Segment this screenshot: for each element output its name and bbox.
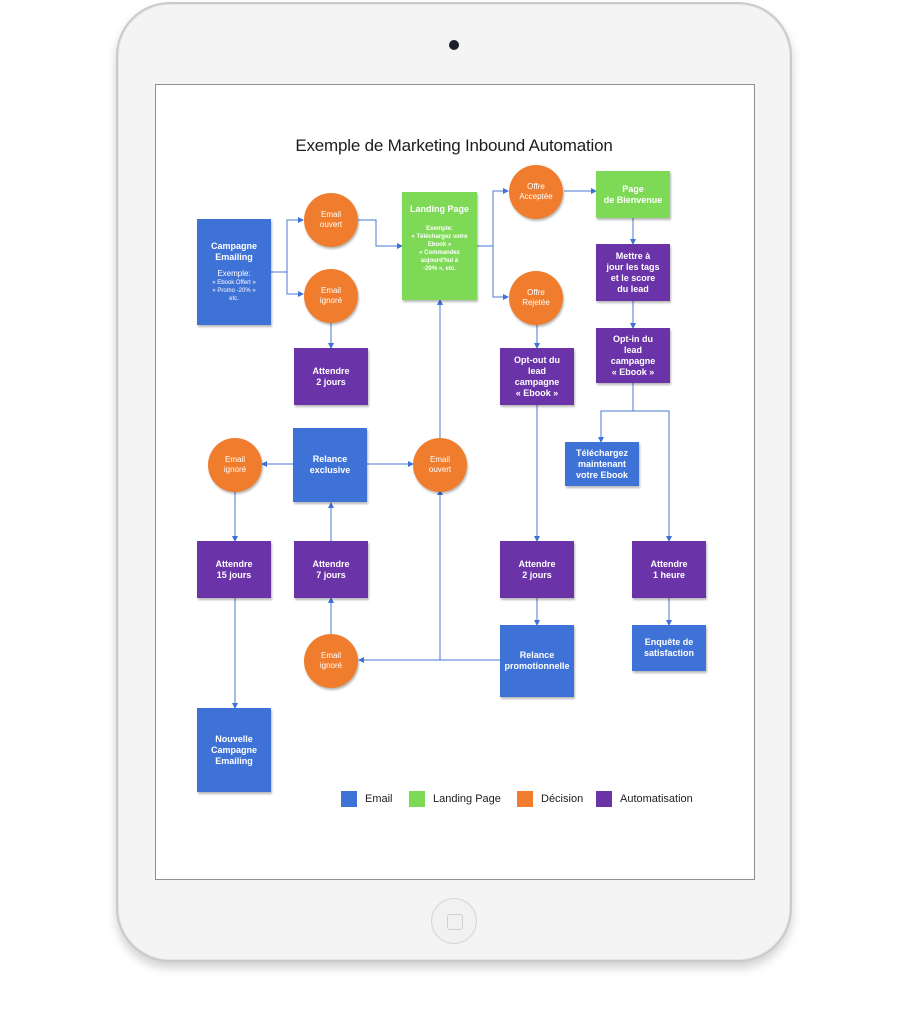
email-ouvert-2-label: Email ouvert — [428, 455, 452, 474]
email-ignore-2-label: Email ignoré — [223, 455, 247, 474]
home-button[interactable] — [431, 898, 477, 944]
attendre-7j-label: Attendre 7 jours — [312, 558, 350, 580]
nouvelle-campagne-node: Nouvelle Campagne Emailing — [197, 708, 271, 792]
legend-landing-page: Landing Page — [409, 791, 501, 807]
opt-out-node: Opt-out du lead campagne « Ebook » — [500, 348, 574, 405]
legend-email: Email — [341, 791, 393, 807]
email-ignore-3-label: Email ignoré — [319, 651, 343, 670]
email-ignore-1-label: Email ignoré — [319, 286, 343, 305]
attendre-2-jours-node-a: Attendre 2 jours — [294, 348, 368, 405]
legend-landing-swatch — [409, 791, 425, 807]
relance-promo-label: Relance promotionnelle — [504, 650, 570, 671]
page-bienvenue-node: Page de Bienvenue — [596, 171, 670, 218]
nouvelle-campagne-label: Nouvelle Campagne Emailing — [210, 733, 257, 766]
email-ouvert-decision-2: Email ouvert — [413, 438, 467, 492]
legend-decision-swatch — [517, 791, 533, 807]
opt-in-label: Opt-in du lead campagne « Ebook » — [610, 333, 656, 377]
email-ouvert-decision-1: Email ouvert — [304, 193, 358, 247]
page-bienvenue-label: Page de Bienvenue — [603, 183, 663, 205]
legend-automatisation-label: Automatisation — [620, 793, 693, 805]
landing-title: Landing Page — [409, 204, 469, 214]
campagne-sub: Exemple: — [217, 269, 251, 278]
attendre-2j-b-label: Attendre 2 jours — [518, 558, 556, 580]
attendre-2j-a-label: Attendre 2 jours — [312, 365, 350, 387]
offre-rejetee-decision: Offre Rejetée — [509, 271, 563, 325]
mettre-a-jour-node: Mettre à jour les tags et le score du le… — [596, 244, 670, 301]
email-ouvert-1-label: Email ouvert — [319, 210, 343, 229]
attendre-15j-label: Attendre 15 jours — [215, 558, 253, 580]
legend-email-swatch — [341, 791, 357, 807]
telechargez-label: Téléchargez maintenant votre Ebook — [575, 447, 629, 480]
relance-promotionnelle-node: Relance promotionnelle — [500, 625, 574, 697]
attendre-2-jours-node-b: Attendre 2 jours — [500, 541, 574, 598]
campagne-title: Campagne Emailing — [210, 241, 257, 262]
opt-out-label: Opt-out du lead campagne « Ebook » — [514, 354, 560, 398]
mettre-a-jour-label: Mettre à jour les tags et le score du le… — [606, 250, 660, 294]
enquete-label: Enquête de satisfaction — [643, 637, 694, 658]
offre-acceptee-decision: Offre Acceptée — [509, 165, 563, 219]
campagne-emailing-node: Campagne Emailing Exemple: « Ebook Offer… — [197, 219, 271, 325]
telechargez-node: Téléchargez maintenant votre Ebook — [565, 442, 639, 486]
offre-rejetee-label: Offre Rejetée — [522, 288, 550, 307]
relance-exclusive-node: Relance exclusive — [293, 428, 367, 502]
email-ignore-decision-2: Email ignoré — [208, 438, 262, 492]
attendre-7-jours-node: Attendre 7 jours — [294, 541, 368, 598]
legend-decision: Décision — [517, 791, 583, 807]
email-ignore-decision-1: Email ignoré — [304, 269, 358, 323]
legend-landing-label: Landing Page — [433, 793, 501, 805]
attendre-15-jours-node: Attendre 15 jours — [197, 541, 271, 598]
legend-automatisation: Automatisation — [596, 791, 693, 807]
enquete-satisfaction-node: Enquête de satisfaction — [632, 625, 706, 671]
attendre-1-heure-node: Attendre 1 heure — [632, 541, 706, 598]
email-ignore-decision-3: Email ignoré — [304, 634, 358, 688]
campagne-detail: « Ebook Offert » « Promo -20% » etc. — [212, 280, 256, 302]
offre-acceptee-label: Offre Acceptée — [519, 182, 553, 201]
camera-icon — [449, 40, 459, 50]
landing-page-node: Landing Page Exemple: « Téléchargez votr… — [402, 192, 477, 300]
legend-email-label: Email — [365, 793, 393, 805]
attendre-1h-label: Attendre 1 heure — [650, 558, 688, 580]
opt-in-node: Opt-in du lead campagne « Ebook » — [596, 328, 670, 383]
diagram-title: Exemple de Marketing Inbound Automation — [295, 136, 613, 155]
landing-detail: Exemple: « Téléchargez votre Ebook » « C… — [411, 226, 468, 272]
legend-decision-label: Décision — [541, 793, 584, 805]
legend-automatisation-swatch — [596, 791, 612, 807]
relance-exclusive-label: Relance exclusive — [309, 454, 351, 475]
home-square-icon — [447, 914, 463, 930]
